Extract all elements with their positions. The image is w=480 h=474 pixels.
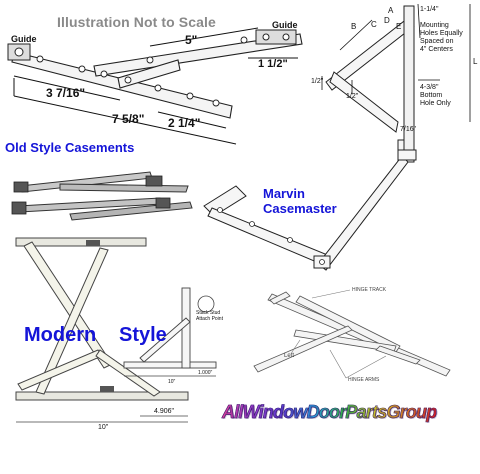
dim-5-inch: 5" <box>185 33 198 47</box>
bottom-note-line: Hole Only <box>420 100 451 107</box>
guide-label-left: Guide <box>11 34 37 44</box>
illustration-title: Illustration Not to Scale <box>57 14 216 30</box>
modern-title-word1: Modern <box>24 324 97 346</box>
marvin-title-line: Casemaster <box>263 201 337 216</box>
left-guide-block <box>7 43 31 61</box>
modern-dim-mid-part: 1.000" <box>198 370 213 376</box>
hinge-track-label: HINGE TRACK <box>352 287 387 293</box>
modern-title-word2: Style <box>119 324 167 346</box>
spec-dim-half-2: 1/2" <box>346 93 359 100</box>
brand-logo: AllWindowDoorPartsGroup <box>222 402 456 436</box>
spec-dim-half-1: 1/2" <box>311 78 324 85</box>
spec-letter-a: A <box>388 6 394 15</box>
marvin-title: Marvin Casemaster <box>263 186 337 216</box>
mounting-note: Mounting Holes Equally Spaced on 4" Cent… <box>420 22 470 54</box>
spec-dimension-lines <box>321 3 471 122</box>
hinge-left-label: Left <box>284 353 295 359</box>
guide-label-right: Guide <box>272 20 298 30</box>
spec-letter-c: C <box>371 20 377 29</box>
dim-2-1-4-inch: 2 1/4" <box>168 116 201 130</box>
dim-1-1-2-inch: 1 1/2" <box>258 58 288 70</box>
modern-dim-mid-total: 10" <box>168 379 176 385</box>
marvin-title-line: Marvin <box>263 186 305 201</box>
brand-logo-text: AllWindowDoorPartsGroup <box>222 402 438 423</box>
bottom-note-line: Bottom <box>420 92 443 99</box>
spec-dim-1-1-4: 1-1/4" <box>420 6 439 13</box>
hinge-arms-label: HINGE ARMS <box>348 377 380 383</box>
mounting-note-line: Mounting <box>420 22 449 29</box>
bottom-note-line: 4-3/8" <box>420 84 439 91</box>
right-guide-block <box>255 29 297 45</box>
spec-letter-l: L <box>473 57 478 66</box>
spec-dim-7-16: 7/16" <box>400 126 417 133</box>
dimension-lines <box>13 27 298 145</box>
mounting-note-line: Holes Equally <box>420 30 463 37</box>
modern-dim-bottom-total: 10" <box>98 424 109 431</box>
arm-holes <box>36 36 248 107</box>
spec-letter-b: B <box>351 22 357 31</box>
spec-letter-d: D <box>384 16 390 25</box>
spec-letter-e: E <box>396 22 402 31</box>
main-arm <box>11 33 303 119</box>
dim-3-7-16-inch: 3 7/16" <box>46 86 86 100</box>
old-style-title: Old Style Casements <box>5 140 135 155</box>
modern-dim-bottom-part: 4.906" <box>154 408 175 415</box>
dim-7-5-8-inch: 7 5/8" <box>112 112 145 126</box>
modern-stud-note: Stack Stud Attach Point <box>196 310 223 322</box>
bottom-hole-note: 4-3/8" Bottom Hole Only <box>420 84 470 108</box>
mounting-note-line: Spaced on <box>420 38 454 45</box>
mounting-note-line: 4" Centers <box>420 46 453 53</box>
